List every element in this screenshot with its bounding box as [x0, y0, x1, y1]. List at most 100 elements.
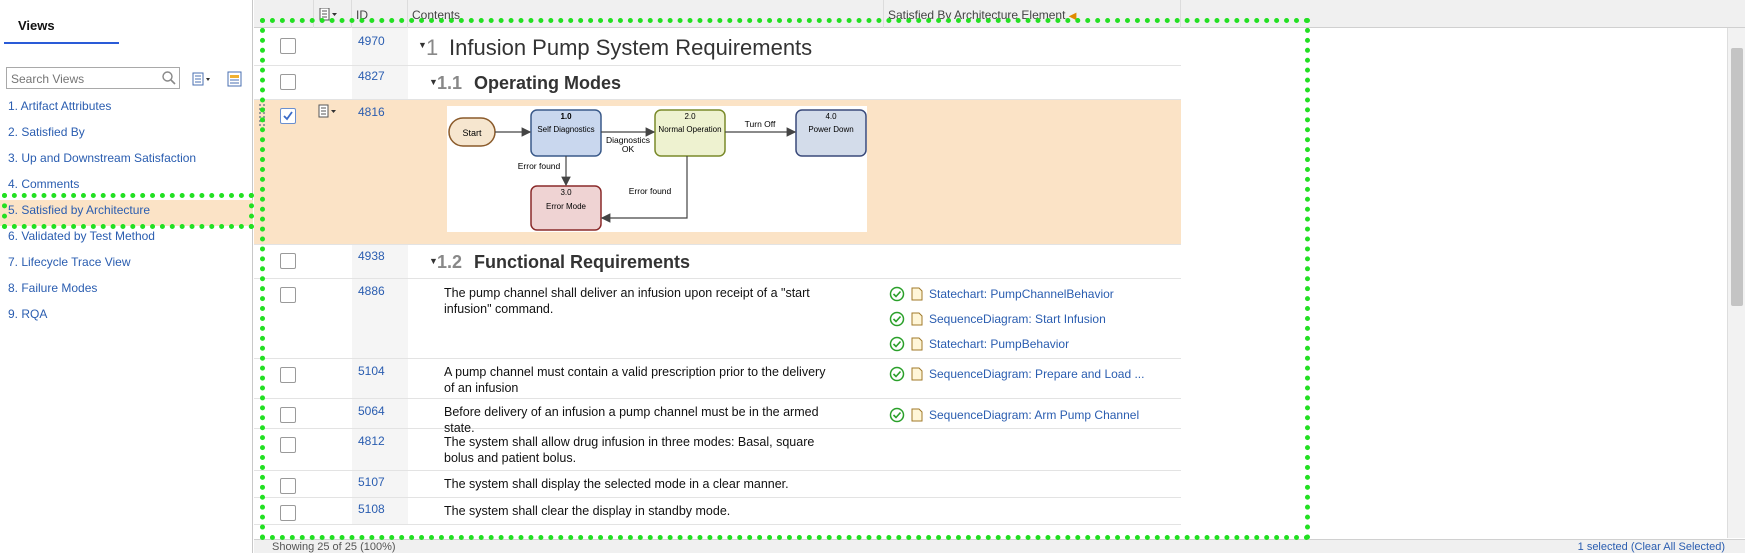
transition-label: OK — [622, 144, 635, 154]
table-row[interactable]: 5104 A pump channel must contain a valid… — [254, 359, 1181, 399]
view-item-lifecycle-trace[interactable]: 7. Lifecycle Trace View — [8, 255, 131, 269]
architecture-links: SequenceDiagram: Prepare and Load ... — [889, 361, 1144, 386]
architecture-link[interactable]: Statechart: PumpChannelBehavior — [889, 281, 1114, 306]
requirement-text: A pump channel must contain a valid pres… — [444, 365, 826, 395]
sort-views-icon[interactable] — [190, 70, 214, 88]
row-id-link[interactable]: 5064 — [358, 404, 385, 418]
search-icon[interactable] — [160, 69, 178, 87]
row-checkbox[interactable] — [280, 437, 296, 453]
satisfied-check-icon — [889, 286, 905, 301]
architecture-link[interactable]: Statechart: PumpBehavior — [889, 331, 1114, 356]
views-tab[interactable]: Views — [4, 2, 119, 44]
satisfied-check-icon — [889, 336, 905, 351]
document-icon — [911, 408, 923, 421]
views-panel: Views 1. Artifact Attributes 2. Satisfie… — [0, 0, 253, 553]
requirement-text: The system shall display the selected mo… — [444, 477, 789, 491]
highlight-outline — [2, 193, 254, 229]
view-item-validated-by-test[interactable]: 6. Validated by Test Method — [8, 229, 155, 243]
checkmark-icon — [283, 111, 293, 121]
row-id-link[interactable]: 4816 — [358, 105, 385, 119]
state-number: 1.0 — [560, 112, 572, 121]
sort-indicator-icon: ◀ — [1068, 11, 1077, 22]
views-list: 1. Artifact Attributes 2. Satisfied By 3… — [0, 96, 253, 330]
row-id-link[interactable]: 4970 — [358, 34, 385, 48]
section-number: 1.2 — [437, 252, 463, 272]
select-all-column[interactable] — [254, 0, 314, 28]
state-number: 3.0 — [560, 188, 572, 197]
highlight-outline — [260, 18, 1310, 540]
requirement-text: The system shall allow drug infusion in … — [444, 435, 815, 465]
scrollbar-thumb[interactable] — [1731, 48, 1743, 306]
table-row[interactable]: 4938 ▼ 1.2 Functional Requirements — [254, 245, 1181, 279]
view-item-satisfied-by-architecture[interactable]: 5. Satisfied by Architecture — [0, 200, 253, 226]
architecture-link[interactable]: SequenceDiagram: Arm Pump Channel — [889, 402, 1139, 427]
requirement-text: The system shall clear the display in st… — [444, 504, 731, 518]
architecture-links: SequenceDiagram: Arm Pump Channel — [889, 402, 1139, 427]
row-checkbox[interactable] — [280, 38, 296, 54]
row-menu-icon[interactable] — [317, 104, 339, 120]
document-icon — [911, 367, 923, 380]
vertical-scrollbar[interactable] — [1727, 28, 1745, 538]
architecture-link-label: SequenceDiagram: Arm Pump Channel — [929, 407, 1140, 422]
state-number: 4.0 — [825, 112, 837, 121]
row-checkbox[interactable] — [280, 253, 296, 269]
table-row[interactable]: 5107 The system shall display the select… — [254, 471, 1181, 498]
row-checkbox[interactable] — [280, 287, 296, 303]
row-checkbox[interactable] — [280, 505, 296, 521]
state-machine-diagram: Start 1.0 Self Diagnostics 2.0 Normal Op… — [447, 106, 867, 232]
table-row[interactable]: 4970 ▼ 1 Infusion Pump System Requiremen… — [254, 28, 1181, 66]
start-label: Start — [462, 128, 482, 138]
table-row[interactable]: 4812 The system shall allow drug infusio… — [254, 429, 1181, 471]
view-item-artifact-attributes[interactable]: 1. Artifact Attributes — [8, 99, 112, 113]
table-row-selected[interactable]: 4816 Start 1.0 Self Diagnostics 2.0 Norm… — [254, 100, 1181, 245]
architecture-link-label: Statechart: PumpChannelBehavior — [929, 286, 1114, 301]
collapse-icon[interactable]: ▼ — [429, 256, 438, 266]
search-views-input[interactable] — [6, 67, 180, 89]
requirement-text: The pump channel shall deliver an infusi… — [444, 286, 810, 316]
section-number: 1 — [426, 35, 439, 60]
row-id-link[interactable]: 4886 — [358, 284, 385, 298]
architecture-link-label: SequenceDiagram: Start Infusion — [929, 311, 1106, 326]
transition-label: Turn Off — [745, 119, 776, 129]
state-number: 2.0 — [684, 112, 696, 121]
table-row[interactable]: 4827 ▼ 1.1 Operating Modes — [254, 66, 1181, 100]
architecture-link[interactable]: SequenceDiagram: Prepare and Load ... — [889, 361, 1144, 386]
document-icon — [911, 312, 923, 325]
requirement-text: Before delivery of an infusion a pump ch… — [444, 405, 819, 435]
state-label: Error Mode — [546, 202, 587, 211]
section-heading: Operating Modes — [474, 73, 622, 93]
collapse-icon[interactable]: ▼ — [418, 40, 427, 50]
row-checkbox[interactable] — [280, 74, 296, 90]
table-row[interactable]: 5108 The system shall clear the display … — [254, 498, 1181, 525]
view-item-rqa[interactable]: 9. RQA — [8, 307, 48, 321]
row-checkbox[interactable] — [280, 478, 296, 494]
row-checkbox-checked[interactable] — [280, 108, 296, 124]
document-icon — [911, 337, 923, 350]
selection-status[interactable]: 1 selected (Clear All Selected) — [1577, 541, 1725, 553]
row-id-link[interactable]: 4827 — [358, 69, 385, 83]
architecture-link[interactable]: SequenceDiagram: Start Infusion — [889, 306, 1114, 331]
section-number: 1.1 — [437, 73, 463, 93]
collapse-icon[interactable]: ▼ — [429, 77, 438, 87]
row-id-link[interactable]: 5107 — [358, 475, 385, 489]
row-id-link[interactable]: 5104 — [358, 364, 385, 378]
architecture-link-label: SequenceDiagram: Prepare and Load ... — [929, 366, 1145, 381]
view-item-comments[interactable]: 4. Comments — [8, 177, 80, 191]
row-id-link[interactable]: 4812 — [358, 434, 385, 448]
view-item-satisfied-by[interactable]: 2. Satisfied By — [8, 125, 85, 139]
table-row[interactable]: 5064 Before delivery of an infusion a pu… — [254, 399, 1181, 435]
view-item-up-downstream[interactable]: 3. Up and Downstream Satisfaction — [8, 151, 197, 165]
transition-label: Error found — [629, 186, 672, 196]
row-checkbox[interactable] — [280, 407, 296, 423]
manage-views-icon[interactable] — [224, 70, 248, 88]
section-heading: Infusion Pump System Requirements — [449, 35, 813, 60]
row-id-link[interactable]: 5108 — [358, 502, 385, 516]
architecture-link-label: Statechart: PumpBehavior — [929, 336, 1070, 351]
table-row[interactable]: 4886 The pump channel shall deliver an i… — [254, 279, 1181, 359]
row-count-status: Showing 25 of 25 (100%) — [272, 541, 396, 553]
transition-label: Diagnostics — [606, 135, 650, 145]
view-item-failure-modes[interactable]: 8. Failure Modes — [8, 281, 98, 295]
row-id-link[interactable]: 4938 — [358, 249, 385, 263]
state-label: Power Down — [808, 125, 853, 134]
row-checkbox[interactable] — [280, 367, 296, 383]
